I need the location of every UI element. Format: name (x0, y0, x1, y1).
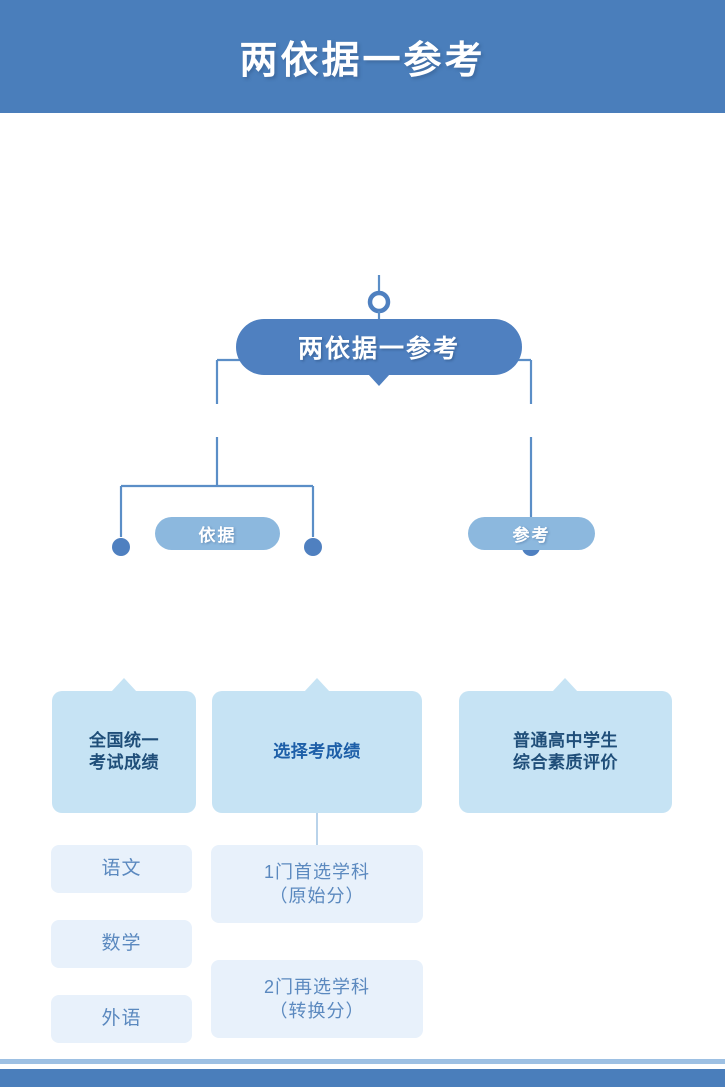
node-branch-cankao-label: 参考 (512, 526, 551, 545)
leaf-shuxue[interactable]: 数学 (51, 920, 192, 968)
dot-elective (304, 538, 322, 556)
leaf-waiyu-label: 外语 (101, 1008, 142, 1030)
node-branch-cankao[interactable]: 参考 (468, 517, 595, 550)
leaf-shuxue-label: 数学 (101, 933, 142, 955)
card-notch-icon (552, 678, 578, 692)
footer-bar-thick (0, 1069, 725, 1087)
page-title: 两依据一参考 (239, 40, 486, 82)
ring-connector (367, 290, 391, 314)
node-card-quality[interactable]: 普通高中学生综合素质评价 (459, 678, 672, 813)
node-card-elective[interactable]: 选择考成绩 (212, 678, 422, 813)
leaf-second-subject-label: 2门再选学科（转换分） (263, 976, 370, 1021)
footer-bar-thin (0, 1059, 725, 1064)
header-banner: 两依据一参考 (0, 0, 725, 113)
leaf-yuwen-label: 语文 (101, 858, 142, 880)
leaf-waiyu[interactable]: 外语 (51, 995, 192, 1043)
node-branch-yiju[interactable]: 依据 (155, 517, 280, 550)
dot-national (112, 538, 130, 556)
node-card-national-label: 全国统一考试成绩 (89, 730, 159, 772)
leaf-second-subject[interactable]: 2门再选学科（转换分） (211, 960, 423, 1038)
leaf-yuwen[interactable]: 语文 (51, 845, 192, 893)
flowchart-canvas: 两依据一参考 依据 参考 全国统一考试成绩 选择考成绩 普通高中学生综合素质评价… (0, 113, 725, 1043)
node-card-quality-label: 普通高中学生综合素质评价 (513, 730, 618, 772)
node-card-elective-label: 选择考成绩 (273, 741, 361, 761)
card-notch-icon (111, 678, 137, 692)
leaf-first-subject-label: 1门首选学科（原始分） (263, 861, 370, 906)
node-branch-yiju-label: 依据 (198, 526, 237, 545)
card-notch-icon (304, 678, 330, 692)
root-arrow-tail (368, 374, 390, 386)
node-root[interactable]: 两依据一参考 (236, 319, 522, 386)
node-root-label: 两依据一参考 (297, 335, 460, 363)
node-card-national[interactable]: 全国统一考试成绩 (52, 678, 196, 813)
leaf-first-subject[interactable]: 1门首选学科（原始分） (211, 845, 423, 923)
